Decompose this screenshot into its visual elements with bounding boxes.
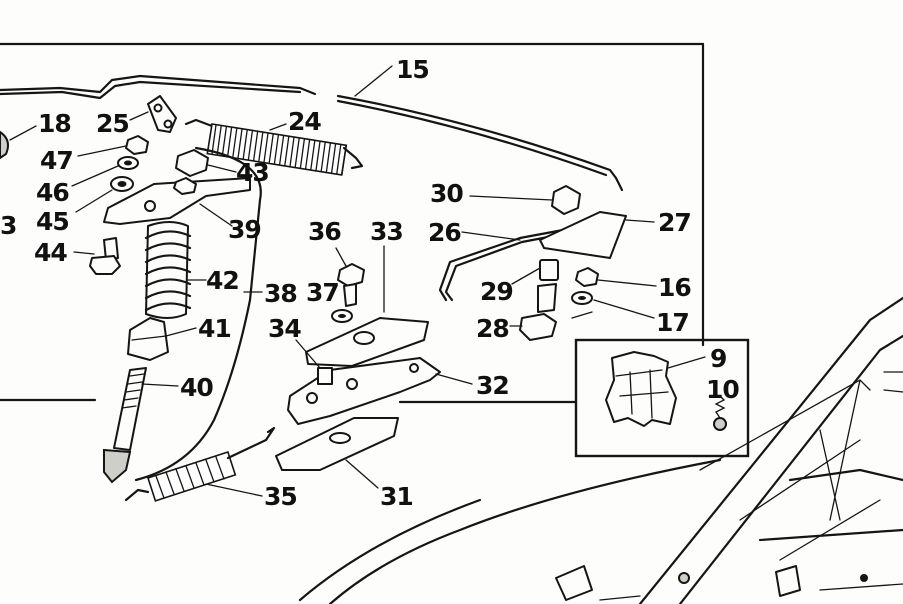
callout-3: 3 [0, 211, 17, 240]
callout-42: 42 [206, 266, 240, 295]
rod-15 [336, 65, 624, 192]
callout-26: 26 [428, 218, 462, 247]
pin-40 [103, 367, 179, 484]
callout-25: 25 [96, 109, 130, 138]
callout-35: 35 [264, 482, 298, 511]
callout-28: 28 [476, 314, 510, 343]
rod-26 [438, 211, 655, 302]
callout-18: 18 [38, 109, 72, 138]
nut-30 [469, 185, 581, 215]
nut-43 [175, 149, 237, 177]
rod-top-left [0, 74, 317, 100]
callout-17: 17 [656, 308, 690, 337]
car-body-sketch [298, 296, 903, 604]
callout-39: 39 [228, 215, 262, 244]
frame-lines [0, 42, 705, 404]
callout-29: 29 [480, 277, 514, 306]
callout-9: 9 [710, 344, 727, 373]
nut-47-washers [71, 135, 149, 213]
bracket-39 [103, 177, 251, 227]
callout-10: 10 [706, 375, 740, 404]
callout-43: 43 [236, 158, 270, 187]
callout-27: 27 [658, 208, 692, 237]
callout-31: 31 [380, 482, 414, 511]
callout-30: 30 [430, 179, 464, 208]
callout-24: 24 [288, 107, 322, 136]
washer-18 [0, 130, 9, 160]
bracket-33 [305, 245, 429, 367]
spring-42 [144, 221, 207, 319]
bolt-44 [73, 237, 121, 275]
spring-24 [184, 118, 364, 176]
callout-16: 16 [658, 273, 692, 302]
latch-plate-32 [287, 357, 473, 425]
callout-32: 32 [476, 371, 510, 400]
nut-16-washer-17 [571, 267, 657, 319]
callout-40: 40 [180, 373, 214, 402]
callout-37: 37 [306, 278, 340, 307]
callout-45: 45 [36, 207, 70, 236]
guide-line-38 [134, 146, 262, 482]
bolt-36 [331, 247, 365, 323]
base-plate-31 [275, 417, 399, 489]
stud-34 [295, 339, 333, 385]
bolt-28 [509, 259, 559, 341]
callout-46: 46 [36, 178, 70, 207]
callout-33: 33 [370, 217, 404, 246]
callout-47: 47 [40, 146, 74, 175]
inset-box [574, 338, 750, 458]
callout-38: 38 [264, 279, 298, 308]
callout-36: 36 [308, 217, 342, 246]
callout-15: 15 [396, 55, 430, 84]
callout-44: 44 [34, 238, 68, 267]
callout-34: 34 [268, 314, 302, 343]
buffer-41 [127, 317, 197, 361]
callout-41: 41 [198, 314, 232, 343]
spring-35 [124, 426, 276, 502]
plate-25 [129, 95, 177, 133]
